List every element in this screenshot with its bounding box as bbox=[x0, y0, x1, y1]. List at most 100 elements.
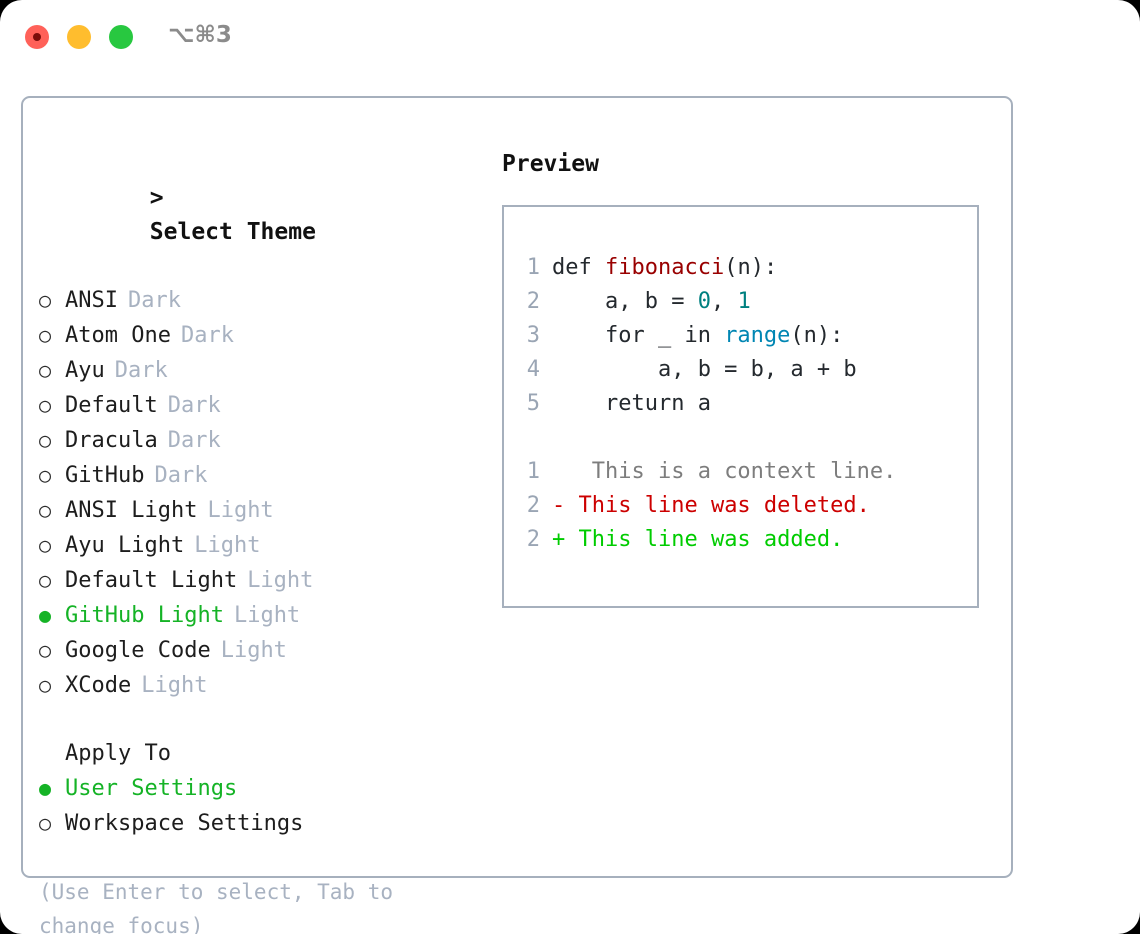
radio-unselected-icon: ○ bbox=[39, 638, 52, 662]
theme-option-label: XCode bbox=[65, 673, 132, 698]
keyboard-hint-text: (Use Enter to select, Tab to change focu… bbox=[39, 880, 406, 934]
theme-option-kind: Dark bbox=[154, 463, 208, 488]
line-number: 5 bbox=[526, 391, 540, 416]
code-token-num: 1 bbox=[737, 289, 751, 314]
theme-option-label: Google Code bbox=[65, 638, 211, 663]
apply-to-option-label: Workspace Settings bbox=[65, 811, 304, 836]
diff-line-text: This line was deleted. bbox=[565, 493, 870, 518]
radio-unselected-icon: ○ bbox=[39, 568, 52, 592]
theme-option-kind: Dark bbox=[167, 393, 221, 418]
code-line-content: a, b = b, a + b bbox=[552, 353, 857, 387]
code-token-plain: for _ in bbox=[552, 323, 725, 348]
theme-option-kind: Dark bbox=[180, 323, 234, 348]
theme-option-kind: Light bbox=[194, 533, 261, 558]
line-number: 1 bbox=[526, 255, 540, 280]
code-token-plain: a, b = b, a + b bbox=[552, 357, 857, 382]
theme-option[interactable]: ○ XCode Light bbox=[39, 668, 479, 703]
code-token-num: 0 bbox=[697, 289, 711, 314]
radio-unselected-icon: ○ bbox=[39, 463, 52, 487]
diff-spacer bbox=[514, 421, 971, 455]
diff-marker: + bbox=[552, 527, 566, 552]
radio-unselected-icon: ○ bbox=[39, 428, 52, 452]
radio-selected-icon: ● bbox=[39, 776, 52, 800]
theme-option[interactable]: ○ Default Dark bbox=[39, 388, 479, 423]
diff-line-content: This is a context line. bbox=[552, 455, 897, 489]
code-token-plain: (n): bbox=[724, 255, 778, 280]
theme-option-kind: Light bbox=[233, 603, 301, 628]
code-line-content: for _ in range(n): bbox=[552, 319, 843, 353]
code-token-call: range bbox=[724, 323, 791, 348]
theme-option-label: GitHub bbox=[65, 463, 145, 488]
diff-marker: - bbox=[552, 493, 566, 518]
theme-option-label: Default bbox=[65, 393, 158, 418]
window-controls bbox=[25, 25, 133, 49]
diff-line: 2- This line was deleted. bbox=[514, 489, 971, 523]
code-token-plain: a, b = bbox=[552, 289, 698, 314]
select-theme-header: > Select Theme bbox=[39, 147, 479, 283]
code-line-content: def fibonacci(n): bbox=[552, 251, 777, 285]
line-number: 2 bbox=[526, 289, 540, 314]
apply-to-list[interactable]: ●User Settings ○ Workspace Settings bbox=[39, 771, 479, 841]
theme-option[interactable]: ○ Ayu Light Light bbox=[39, 528, 479, 563]
spacer bbox=[39, 703, 479, 737]
diff-line: 1 This is a context line. bbox=[514, 455, 971, 489]
minimize-button[interactable] bbox=[67, 25, 91, 49]
diff-line-content: - This line was deleted. bbox=[552, 489, 870, 523]
apply-to-option[interactable]: ●User Settings bbox=[39, 771, 479, 806]
close-button[interactable] bbox=[25, 25, 49, 49]
diff-line-text: This is a context line. bbox=[565, 459, 897, 484]
radio-unselected-icon: ○ bbox=[39, 811, 52, 835]
code-line: 1 def fibonacci(n): bbox=[514, 251, 971, 285]
diff-line-number: 2 bbox=[526, 527, 540, 552]
focus-caret-icon: > bbox=[149, 185, 164, 211]
code-token-plain: def bbox=[552, 255, 605, 280]
code-token-plain: , bbox=[710, 289, 738, 314]
theme-option-label: Ayu Light bbox=[65, 533, 185, 558]
code-token-plain: return a bbox=[552, 391, 711, 416]
code-line: 2 a, b = 0, 1 bbox=[514, 285, 971, 319]
theme-option-label: ANSI Light bbox=[65, 498, 198, 523]
apply-to-option[interactable]: ○ Workspace Settings bbox=[39, 806, 479, 841]
code-token-func: fibonacci bbox=[604, 255, 725, 280]
diff-line: 2 + This line was added. bbox=[514, 523, 971, 557]
code-line: 5 return a bbox=[514, 387, 971, 421]
code-line-content: return a bbox=[552, 387, 711, 421]
radio-unselected-icon: ○ bbox=[39, 673, 52, 697]
radio-unselected-icon: ○ bbox=[39, 533, 52, 557]
code-token-plain: (n): bbox=[790, 323, 844, 348]
theme-option-kind: Light bbox=[141, 673, 208, 698]
theme-option-label: GitHub Light bbox=[65, 603, 224, 628]
preview-title: Preview bbox=[502, 151, 599, 177]
radio-unselected-icon: ○ bbox=[39, 288, 52, 312]
line-number: 3 bbox=[526, 323, 540, 348]
theme-option-label: Atom One bbox=[65, 323, 171, 348]
theme-option[interactable]: ○ GitHub Dark bbox=[39, 458, 479, 493]
diff-line-number: 1 bbox=[526, 459, 540, 484]
diff-line-text: This line was added. bbox=[565, 527, 844, 552]
theme-option-kind: Light bbox=[207, 498, 274, 523]
theme-option-label: Dracula bbox=[65, 428, 158, 453]
theme-option-kind: Dark bbox=[127, 288, 181, 313]
diff-line-number: 2 bbox=[526, 493, 540, 518]
code-line: 3 for _ in range(n): bbox=[514, 319, 971, 353]
maximize-button[interactable] bbox=[109, 25, 133, 49]
code-line-content: a, b = 0, 1 bbox=[552, 285, 751, 319]
keyboard-shortcut-label: ⌥⌘3 bbox=[168, 22, 232, 48]
radio-unselected-icon: ○ bbox=[39, 393, 52, 417]
select-theme-title: Select Theme bbox=[149, 219, 316, 245]
theme-option-kind: Dark bbox=[167, 428, 221, 453]
theme-option[interactable]: ○ Dracula Dark bbox=[39, 423, 479, 458]
